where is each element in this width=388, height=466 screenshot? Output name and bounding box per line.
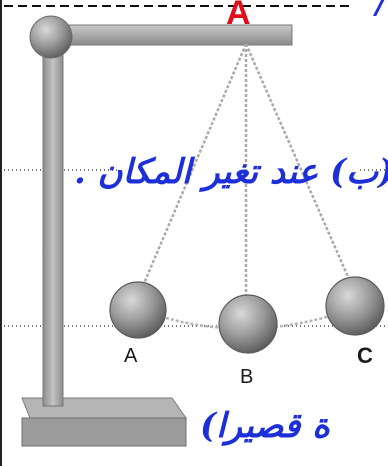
- pendulum-ball-b: [218, 294, 278, 354]
- handwritten-bottom-fragment: ة قصيرا): [200, 406, 330, 446]
- pendulum-ball-a: [109, 281, 167, 339]
- stand-base-front: [21, 417, 187, 447]
- ball-label-c: C: [357, 343, 373, 368]
- suspension-point-label: A: [226, 0, 251, 32]
- stand-pole: [42, 39, 64, 407]
- handwritten-top-fragment: ه/: [375, 0, 388, 21]
- pendulum-strings: [140, 43, 354, 300]
- stand-knob: [29, 15, 73, 59]
- ball-label-a: A: [124, 345, 138, 367]
- handwritten-answer-line: (ب) عند تغير المكان .: [74, 152, 388, 192]
- stand-crossbar: [51, 24, 293, 46]
- ball-label-b: B: [240, 366, 254, 388]
- pendulum-ball-c: [325, 276, 385, 336]
